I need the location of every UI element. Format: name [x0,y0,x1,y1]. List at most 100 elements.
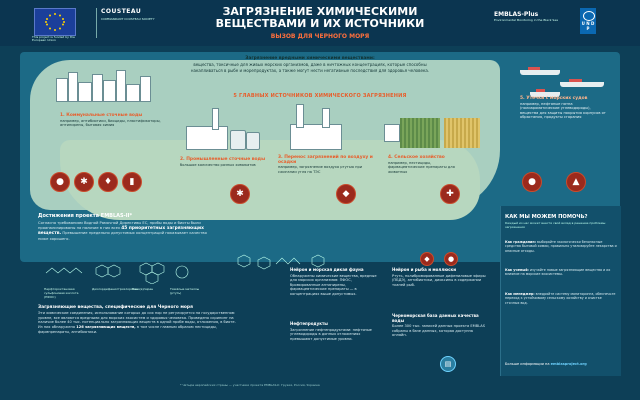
source-title: 4. Сельское хозяйство [388,155,445,160]
metal-atom [175,265,189,279]
footnote: * Четыре европейских страны — участники … [180,383,320,387]
black-sea-specific-text: Эти химические соединения, использование… [38,310,236,330]
column-text: Загрязнение нефтепродуктами: нефтяные уг… [290,327,372,341]
bottle-icon: ▮ [122,172,142,192]
help-item-text: выбирайте экологически безопасные средст… [505,240,617,253]
emblas-name: EMBLAS-Plus [494,11,539,18]
flame-icon: ▲ [566,172,586,192]
chemical-structures [237,254,325,270]
black-sea-specific-heading: Загрязняющие вещества, специфические для… [38,305,193,310]
column-text: Обнаружены химические вещества, вредные … [290,273,377,296]
column-fish: Нейрон и рыба и моллюски Ртуть, полибром… [392,267,488,287]
black-sea-specific-block: Загрязняющие вещества, специфические для… [38,305,238,335]
city-building [103,80,116,102]
ship [520,67,560,75]
source-title: 3. Перенос загрязнений по воздуху и осад… [278,155,373,165]
help-item-role: Как гражданин: [505,240,536,244]
help-item: Как менеджер: внедряйте систему монитори… [505,292,617,305]
power-plant-chimney [322,108,330,128]
factory-building [186,126,228,150]
molecule-label: Тяжёлые металлы (ртуть) [170,287,200,295]
bap-ring-3 [145,271,159,284]
black-sea-specific-text-2: в том числе главным образом пестициды, ф… [38,325,217,334]
emblas-logo: EMBLAS-Plus Environmental Monitoring in … [494,11,558,22]
farm-barn [384,124,400,142]
source-text: например, загрязнение воздуха ртутью при… [278,165,363,174]
chemical-icon: ✱ [230,184,250,204]
source-municipal: 1. Коммунальные сточные воды например, а… [60,113,170,128]
eu-caption: This project is funded by the European U… [32,35,75,43]
emblas-subtitle: Environmental Monitoring in the Black Se… [494,18,559,22]
ddt-ring-2 [107,264,121,278]
source-title: 5. Утечки с морских судов [520,96,588,101]
molecule-icon: ✱ [74,172,94,192]
source-text: например, пестициды, фармацевтические пр… [388,160,455,174]
intro-text: Загрязнение вредными химическими веществ… [180,56,440,73]
cousteau-subtitle: COMMANDANT COUSTEAU SOCIETY [101,17,155,21]
column-wildlife: Нейрон и морская дикая фауна Обнаружены … [290,267,380,297]
ddt-ring [95,264,109,278]
column-database: Черноморская база данных качества воды Б… [392,313,488,338]
header-bar: This project is funded by the European U… [0,0,640,46]
oil-drop-icon: ● [522,172,542,192]
source-title: 2. Промышленные сточные воды [180,157,266,162]
wheat-field [444,118,480,148]
achievements-block: Достижения проекта EMBLAS-II* Согласно т… [38,214,218,242]
city-building [92,74,103,102]
help-item-text: внедряйте систему мониторинга, обеспечьт… [505,292,616,305]
achievements-bold: 45 приоритетных загрязняющих веществ. [38,225,204,237]
column-text: Ртуть, полибромированные дифениловые эфи… [392,273,486,287]
molecule-diagrams [45,262,189,284]
cousteau-logo: COUSTEAU COMMANDANT COUSTEAU SOCIETY [96,8,163,38]
more-info-link[interactable]: emblasproject.org [550,362,587,366]
intro-heading: Загрязнение вредными химическими веществ… [245,56,375,61]
pesticide-icon: ✚ [440,184,460,204]
title-subtitle: ВЫЗОВ ДЛЯ ЧЕРНОГО МОРЯ [270,33,370,40]
title-line-2: ВЕЩЕСТВАМИ И ИХ ИСТОЧНИКИ [215,17,425,30]
globe-icon [583,11,595,21]
drop-icon: ♦ [98,172,118,192]
ship [530,89,560,97]
pill-icon: ● [50,172,70,192]
help-item: Как гражданин: выбирайте экологически бе… [505,240,617,253]
source-air: 3. Перенос загрязнений по воздуху и осад… [278,155,378,174]
source-agriculture: 4. Сельское хозяйство например, пестицид… [388,155,468,174]
pfos-molecule [45,267,83,274]
undp-logo: U N D P [580,8,596,34]
help-item-role: Как менеджер: [505,292,535,296]
achievements-text: Согласно требованиям Водной Рамочной Дир… [38,220,201,230]
help-panel [500,206,621,376]
city-building [126,84,140,102]
city-building [78,82,92,102]
power-plant [290,124,342,150]
source-title: 1. Коммунальные сточные воды [60,113,143,118]
cousteau-name: COUSTEAU [101,8,142,15]
source-ships: 5. Утечки с морских судов например, нефт… [520,96,608,120]
help-item-role: Как ученый: [505,268,529,272]
page-title: ЗАГРЯЗНЕНИЕ ХИМИЧЕСКИМИ ВЕЩЕСТВАМИ И ИХ … [190,5,450,41]
source-text: например, нефтяные пятна (полиароматичес… [520,101,606,120]
five-sources-heading: 5 ГЛАВНЫХ ИСТОЧНИКОВ ХИМИЧЕСКОГО ЗАГРЯЗН… [233,93,407,99]
molecule-label: Бенз(а)пирен [132,287,154,291]
shell-icon: ● [444,252,458,266]
city-building [56,78,68,102]
molecule-label: Дихлордифенилтрихлорэтан [92,287,139,291]
intro-body: вещества, токсичные для живых морских ор… [190,62,430,73]
help-item-text: изучайте новые загрязняющие вещества и и… [505,268,611,277]
factory-chimney [212,108,219,130]
help-panel-title: КАК МЫ МОЖЕМ ПОМОЧЬ? [505,214,588,220]
achievements-heading: Достижения проекта EMBLAS-II* [38,213,133,219]
column-heading: Черноморская база данных качества воды [392,313,479,323]
undp-label: U N D P [581,21,595,31]
black-sea-specific-bold: 126 загрязняющих веществ, [76,325,136,330]
achievements-text-2: Превышение предельно допустимых концентр… [38,231,207,242]
column-text: Более 300 тыс. записей данных проекта EM… [392,324,485,338]
ship [560,79,604,87]
column-heading: Нейрон и морская дикая фауна [290,267,364,272]
source-text: большое количество разных химикатов [180,162,256,167]
title-line-1: ЗАГРЯЗНЕНИЕ ХИМИЧЕСКИМИ [222,5,418,18]
eu-flag-logo [34,8,76,36]
source-text: например, антибиотики, биоциды, пластифи… [60,118,161,128]
city-building [68,72,78,102]
molecule-label: Перфтороктановая сульфоновая кислота (ПФ… [44,287,79,299]
